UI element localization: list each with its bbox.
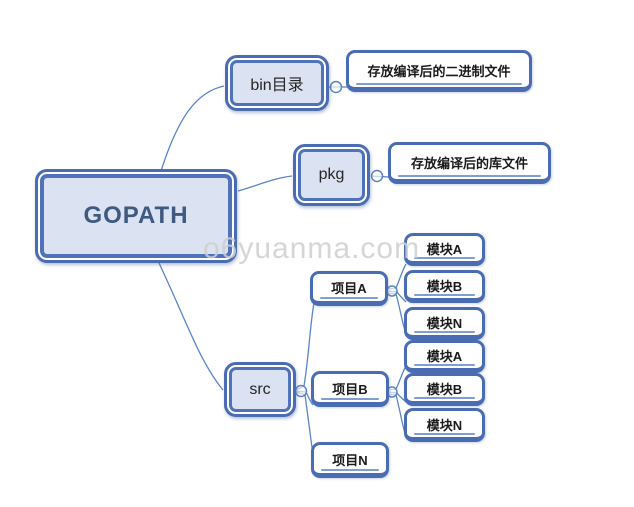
node-bin-label: bin目录	[250, 77, 304, 94]
connector-gopath-bin	[160, 85, 225, 172]
leaf-module-b2-label: 模块B	[426, 382, 463, 397]
leaf-module-b2[interactable]: 模块B	[404, 373, 485, 406]
leaf-module-n1-label: 模块N	[426, 316, 463, 331]
node-src-label: src	[249, 380, 271, 398]
leaf-module-b1[interactable]: 模块B	[404, 270, 485, 303]
leaf-pkg-desc[interactable]: 存放编译后的库文件	[388, 142, 551, 184]
collapse-toggle-pkg[interactable]	[370, 169, 384, 183]
leaf-pkg-desc-label: 存放编译后的库文件	[410, 155, 528, 171]
leaf-module-a1-label: 模块A	[426, 242, 463, 257]
connector-gopath-pkg	[237, 175, 293, 192]
leaf-project-b-label: 项目B	[332, 381, 368, 397]
leaf-bin-desc-label: 存放编译后的二进制文件	[367, 63, 511, 79]
leaf-project-a-label: 项目A	[331, 281, 367, 296]
leaf-module-b1-label: 模块B	[426, 279, 463, 294]
node-bin[interactable]: bin目录	[225, 55, 329, 111]
leaf-project-n[interactable]: 项目N	[311, 442, 389, 478]
node-gopath[interactable]: GOPATH	[35, 169, 237, 263]
node-pkg[interactable]: pkg	[293, 144, 370, 206]
node-pkg-label: pkg	[318, 166, 345, 183]
connector-gopath-src	[158, 262, 224, 391]
node-gopath-label: GOPATH	[83, 202, 189, 229]
leaf-module-a2-label: 模块A	[426, 349, 463, 364]
leaf-project-n-label: 项目N	[332, 452, 368, 468]
leaf-module-n2-label: 模块N	[426, 417, 463, 433]
leaf-module-a2[interactable]: 模块A	[404, 340, 485, 373]
node-gopath-inner: GOPATH	[40, 174, 232, 258]
node-src[interactable]: src	[224, 362, 296, 417]
node-src-inner: src	[229, 367, 291, 412]
node-pkg-inner: pkg	[298, 149, 365, 201]
leaf-module-n1[interactable]: 模块N	[404, 307, 485, 340]
leaf-module-n2[interactable]: 模块N	[404, 408, 485, 442]
leaf-project-b[interactable]: 项目B	[311, 371, 389, 407]
leaf-project-a[interactable]: 项目A	[310, 271, 388, 306]
collapse-toggle-src[interactable]	[294, 384, 308, 398]
collapse-toggle-bin[interactable]	[329, 80, 343, 94]
collapse-toggle-projectA[interactable]	[386, 285, 398, 297]
leaf-bin-desc[interactable]: 存放编译后的二进制文件	[346, 50, 532, 92]
node-bin-inner: bin目录	[230, 60, 324, 106]
leaf-module-a1[interactable]: 模块A	[404, 233, 485, 266]
